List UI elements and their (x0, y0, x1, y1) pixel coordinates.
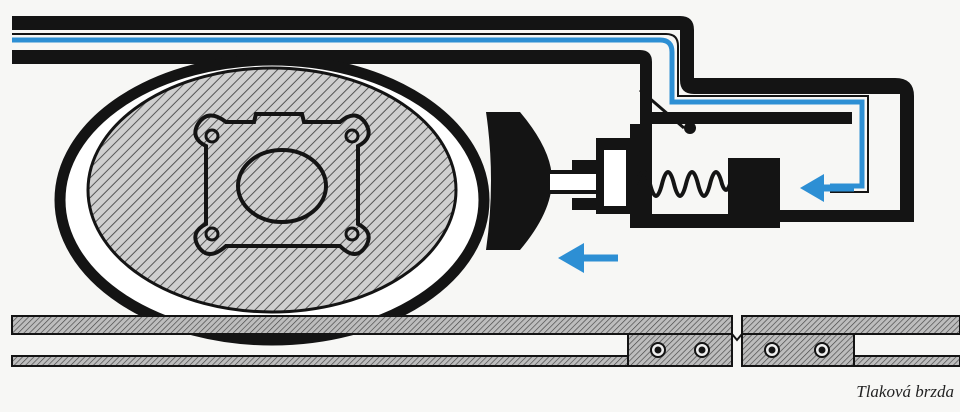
hub-icon (193, 112, 371, 256)
piston-icon (728, 158, 780, 216)
spring-icon (634, 170, 732, 198)
brake-cylinder (572, 88, 780, 228)
flow-arrow-icon (800, 174, 854, 202)
pressure-line (12, 37, 865, 189)
diagram-caption: Tlaková brzda (856, 382, 954, 401)
rail (11, 315, 960, 367)
brake-shoe-icon (486, 112, 552, 250)
pressure-line-outline (12, 33, 869, 193)
release-arrow-icon (558, 243, 618, 273)
wheel-icon (54, 54, 490, 346)
rail-bolts (650, 342, 830, 358)
frame (12, 16, 914, 222)
